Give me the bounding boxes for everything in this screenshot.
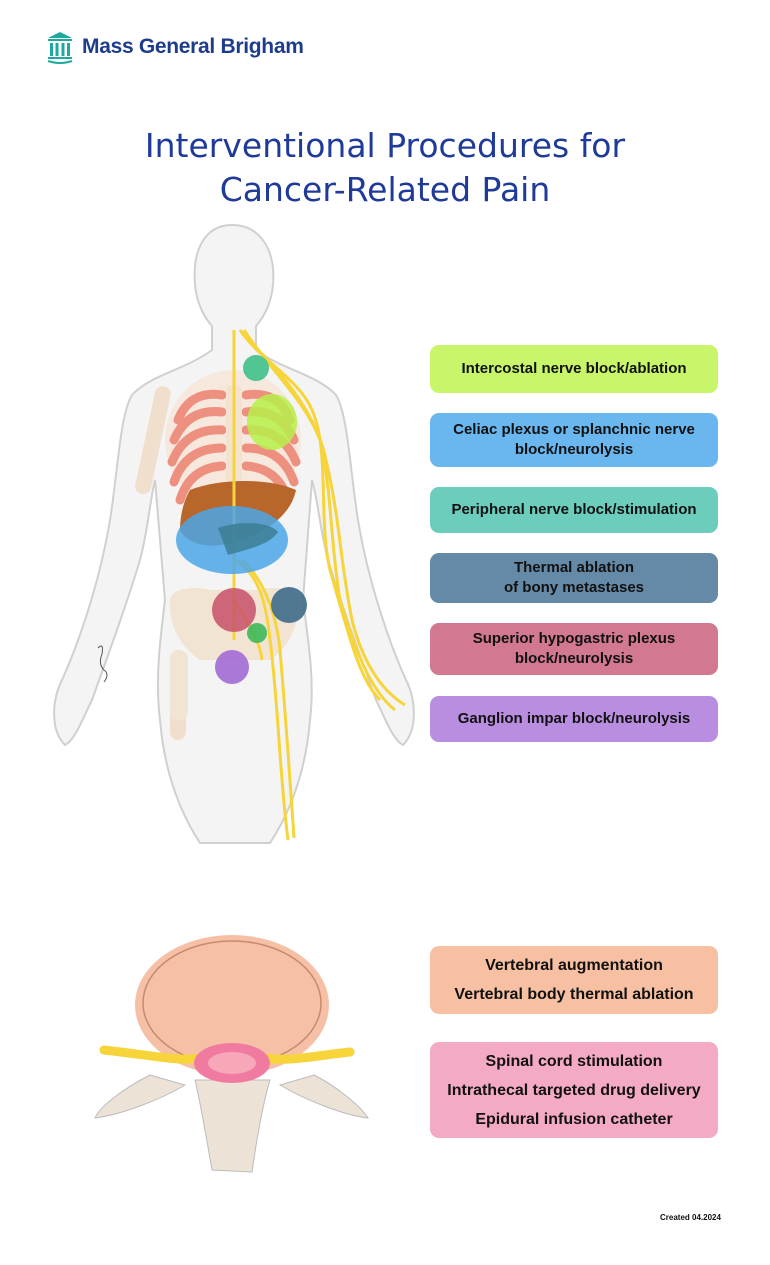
peripheral-nerve-site <box>247 623 267 643</box>
title-line-1: Interventional Procedures for <box>144 126 626 166</box>
spine-label-line-2: Vertebral body thermal ablation <box>454 986 694 1003</box>
procedure-sites <box>176 355 307 684</box>
nerve-paths <box>232 329 406 841</box>
spine-label-line-3: Epidural infusion catheter <box>475 1110 673 1128</box>
columns-building-icon <box>47 32 73 64</box>
procedure-label-line-2: block/neurolysis <box>514 441 634 458</box>
vertebra-illustration <box>94 935 369 1173</box>
artist-signature <box>97 645 108 683</box>
procedure-intercostal: Intercostal nerve block/ablation <box>430 345 718 393</box>
procedure-ganglion: Ganglion impar block/neurolysis <box>430 696 718 742</box>
title-line-2: Cancer-Related Pain <box>219 170 551 210</box>
procedure-label-line-2: block/neurolysis <box>514 650 634 667</box>
spine-label-line-2: Intrathecal targeted drug delivery <box>447 1081 701 1099</box>
procedure-thermal: Thermal ablation of bony metastases <box>430 553 718 603</box>
bony-metastases-site <box>271 587 307 623</box>
spine-label-line-1: Spinal cord stimulation <box>485 1052 663 1070</box>
created-date: Created 04.2024 <box>660 1213 721 1222</box>
pancreas <box>218 523 278 555</box>
procedure-label-line-2: of bony metastases <box>503 579 645 596</box>
procedure-celiac: Celiac plexus or splanchnic nerve block/n… <box>430 413 718 467</box>
procedure-hypogastric: Superior hypogastric plexus block/neuroly… <box>430 623 718 675</box>
procedure-label-line-1: Peripheral nerve block/stimulation <box>451 501 697 518</box>
brand-logo: Mass General Brigham <box>46 30 304 64</box>
brand-name: Mass General Brigham <box>82 35 304 58</box>
intercostal-site <box>243 355 269 381</box>
page-title: Interventional Procedures for Cancer-Rel… <box>0 124 770 212</box>
ganglion-impar-site <box>215 650 249 684</box>
procedure-label-line-1: Thermal ablation <box>513 559 635 576</box>
procedure-label-line-1: Celiac plexus or splanchnic nerve <box>453 421 695 438</box>
procedure-label-line-1: Intercostal nerve block/ablation <box>461 360 687 377</box>
superior-hypogastric-site <box>212 588 256 632</box>
procedure-peripheral: Peripheral nerve block/stimulation <box>430 487 718 533</box>
procedure-label-line-1: Superior hypogastric plexus <box>472 630 676 647</box>
procedure-label-line-1: Ganglion impar block/neurolysis <box>457 710 691 727</box>
lung-intercostal-site <box>247 394 297 450</box>
spine-label-line-1: Vertebral augmentation <box>485 957 663 974</box>
